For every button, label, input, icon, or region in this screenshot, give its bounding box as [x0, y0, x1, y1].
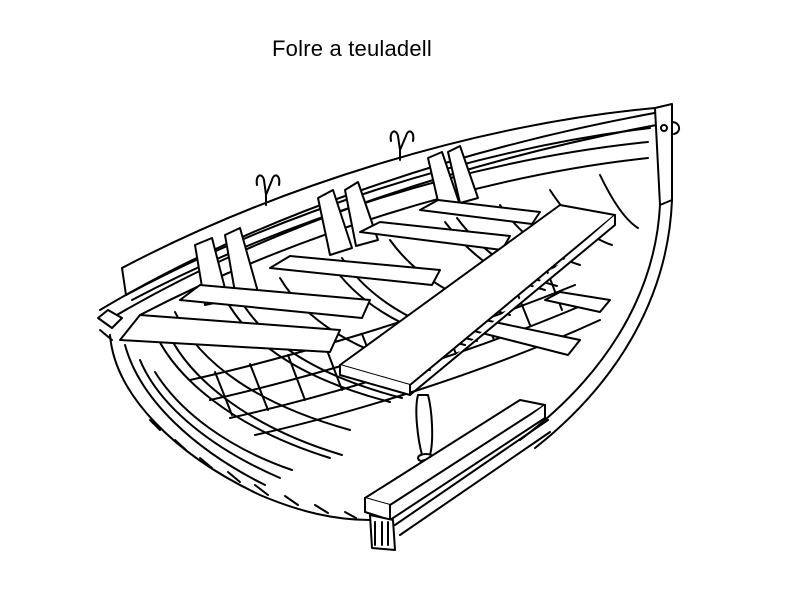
- keel: [365, 400, 550, 550]
- centre-bench: [340, 205, 615, 395]
- hull-planking: [110, 335, 370, 520]
- diagram-title: Folre a teuladell: [272, 36, 432, 61]
- thwarts: [120, 200, 610, 355]
- bench-pillar: [416, 395, 434, 464]
- thwart-knees: [195, 146, 478, 305]
- oarlock-icons: [257, 131, 414, 205]
- stem-post: [520, 104, 679, 448]
- transom-detail: [98, 310, 122, 340]
